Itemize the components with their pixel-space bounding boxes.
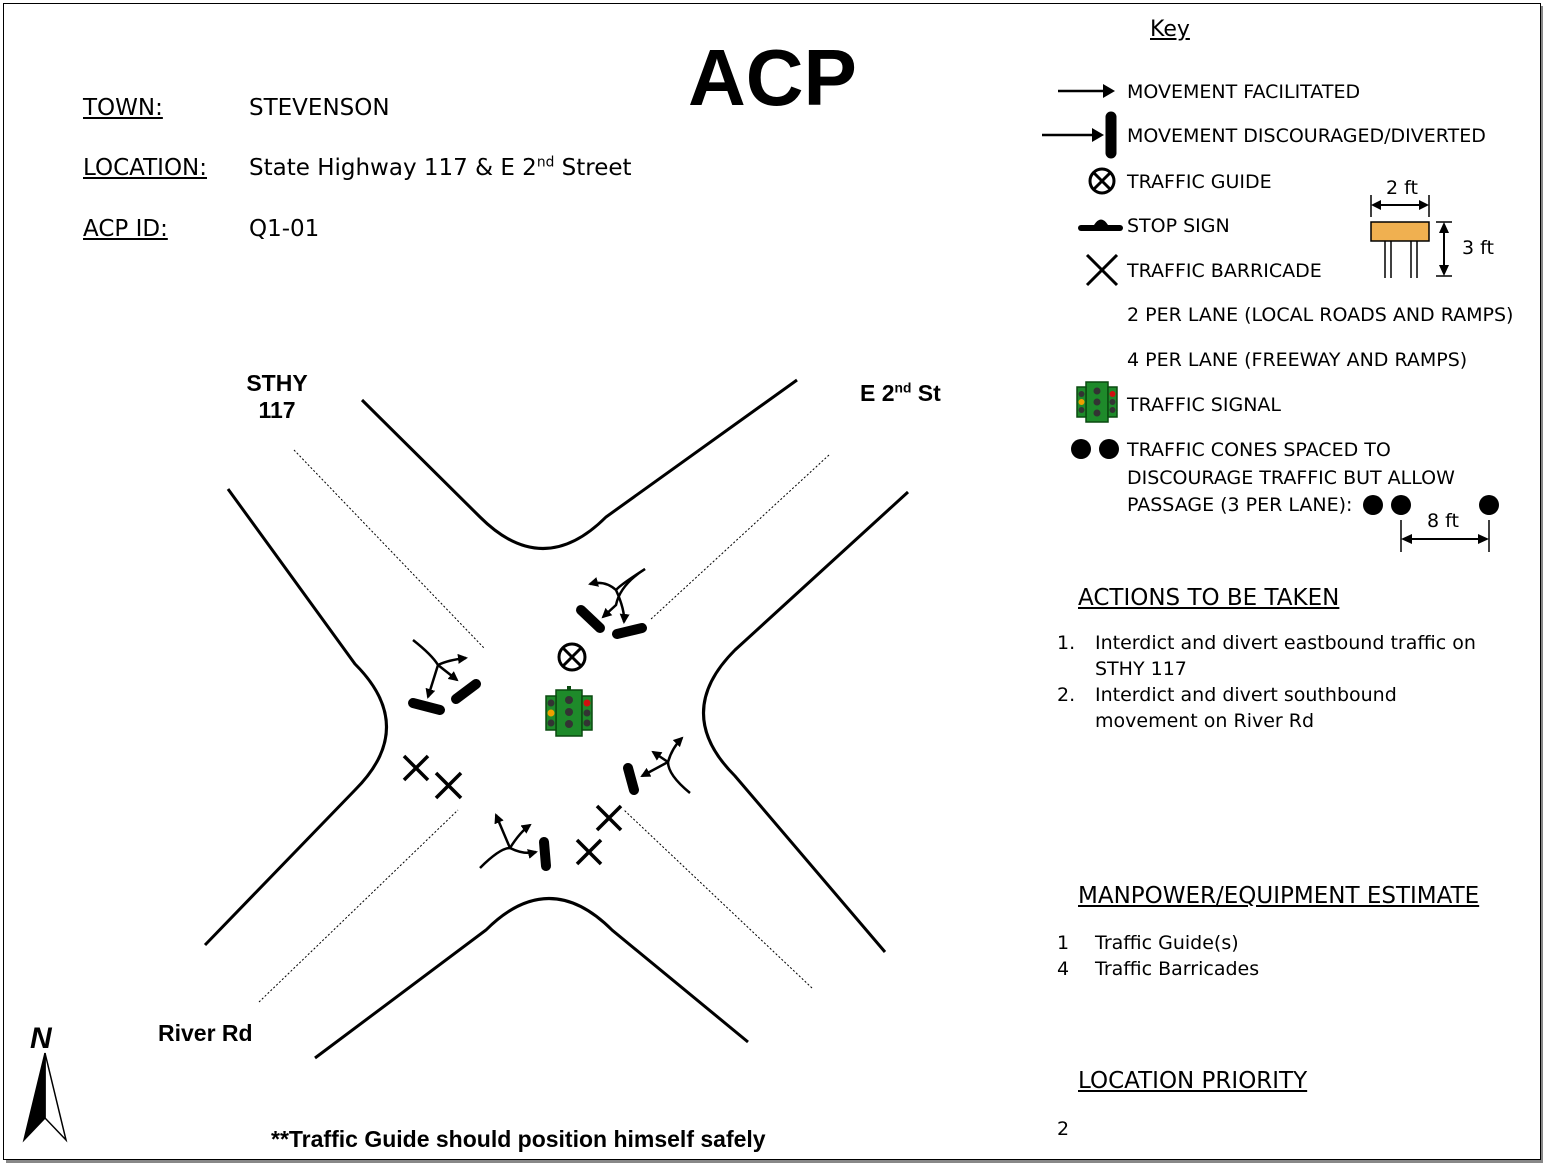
lane-line-se <box>623 809 813 989</box>
barricade-group <box>402 754 623 866</box>
traffic-signal-icon <box>545 686 593 737</box>
key-title: Key <box>1150 17 1190 42</box>
cone-spacing-label: 8 ft <box>1427 510 1459 532</box>
road-edge-nw <box>360 378 798 550</box>
key-item-freeway: 4 PER LANE (FREEWAY AND RAMPS) <box>1127 349 1468 371</box>
barricade-icon <box>595 804 623 832</box>
barricade-icon <box>575 838 603 866</box>
traffic-guide-icon <box>1088 167 1116 195</box>
road-label-river: River Rd <box>158 1020 253 1046</box>
key-cones-line3: PASSAGE (3 PER LANE): <box>1127 494 1353 516</box>
stop-bar-sw <box>539 837 551 871</box>
key-item-movement-facilitated: MOVEMENT FACILITATED <box>1127 81 1361 103</box>
key-item-movement-discouraged: MOVEMENT DISCOURAGED/DIVERTED <box>1127 125 1486 147</box>
action-item: 1.Interdict and divert eastbound traffic… <box>1057 632 1476 680</box>
manpower-title: MANPOWER/EQUIPMENT ESTIMATE <box>1078 883 1480 909</box>
actions-title: ACTIONS TO BE TAKEN <box>1078 585 1340 611</box>
key-item-local-roads: 2 PER LANE (LOCAL ROADS AND RAMPS) <box>1127 304 1514 326</box>
location-label: LOCATION: <box>83 155 207 181</box>
stop-bar-ne-2 <box>612 623 647 639</box>
cone-spacing-diagram <box>1363 495 1499 552</box>
traffic-cones-icon <box>1071 439 1119 459</box>
stop-bar-nw-1 <box>408 698 445 715</box>
arrow-icon <box>1058 84 1115 98</box>
north-label: N <box>30 1022 52 1055</box>
diverted-movement-nw <box>412 639 468 699</box>
diverted-movement-ne <box>588 567 646 624</box>
lane-line-nw <box>293 449 485 649</box>
diverted-movement-se <box>640 736 691 794</box>
town-label: TOWN: <box>83 95 163 121</box>
road-edge-ne <box>702 490 910 953</box>
key-item-stop-sign: STOP SIGN <box>1127 215 1230 237</box>
stop-bar-se <box>623 763 639 795</box>
acpid-value: Q1-01 <box>249 216 320 242</box>
acpid-label: ACP ID: <box>83 216 168 242</box>
road-edge-sw <box>203 488 388 947</box>
traffic-signal-icon <box>1076 381 1118 423</box>
stop-sign-icon <box>1078 219 1123 231</box>
page-title: ACP <box>688 33 857 122</box>
barricade-dimension-diagram <box>1370 195 1452 278</box>
key-cones-line1: TRAFFIC CONES SPACED TO <box>1127 439 1391 461</box>
page-frame <box>3 3 1541 1160</box>
lane-line-ne <box>649 454 830 621</box>
barricade-icon <box>402 754 430 782</box>
safety-note: **Traffic Guide should position himself … <box>271 1126 766 1152</box>
key-item-traffic-guide: TRAFFIC GUIDE <box>1127 171 1272 193</box>
priority-title: LOCATION PRIORITY <box>1078 1068 1308 1094</box>
key-cones-line2: DISCOURAGE TRAFFIC BUT ALLOW <box>1127 467 1455 489</box>
action-item: 2.Interdict and divert southbound moveme… <box>1057 684 1397 732</box>
diverted-movement-sw <box>479 813 538 869</box>
stop-bar-nw-2 <box>451 679 481 704</box>
location-value: State Highway 117 & E 2nd Street <box>249 154 632 181</box>
key-item-traffic-barricade: TRAFFIC BARRICADE <box>1127 260 1322 282</box>
barricade-width-label: 2 ft <box>1386 177 1418 199</box>
road-edge-se <box>314 897 749 1060</box>
town-value: STEVENSON <box>249 95 390 121</box>
road-label-e2nd: E 2nd St <box>860 380 941 406</box>
priority-value: 2 <box>1057 1118 1070 1140</box>
blocked-arrow-icon <box>1042 111 1117 159</box>
barricade-icon <box>1085 253 1119 287</box>
stop-bar-ne-1 <box>576 605 605 633</box>
barricade-icon <box>434 771 463 800</box>
north-arrow-icon <box>22 1052 68 1143</box>
barricade-height-label: 3 ft <box>1462 237 1494 259</box>
traffic-guide-icon <box>557 642 587 672</box>
key-item-traffic-signal: TRAFFIC SIGNAL <box>1127 394 1281 416</box>
road-label-sthy: STHY 117 <box>246 370 308 423</box>
